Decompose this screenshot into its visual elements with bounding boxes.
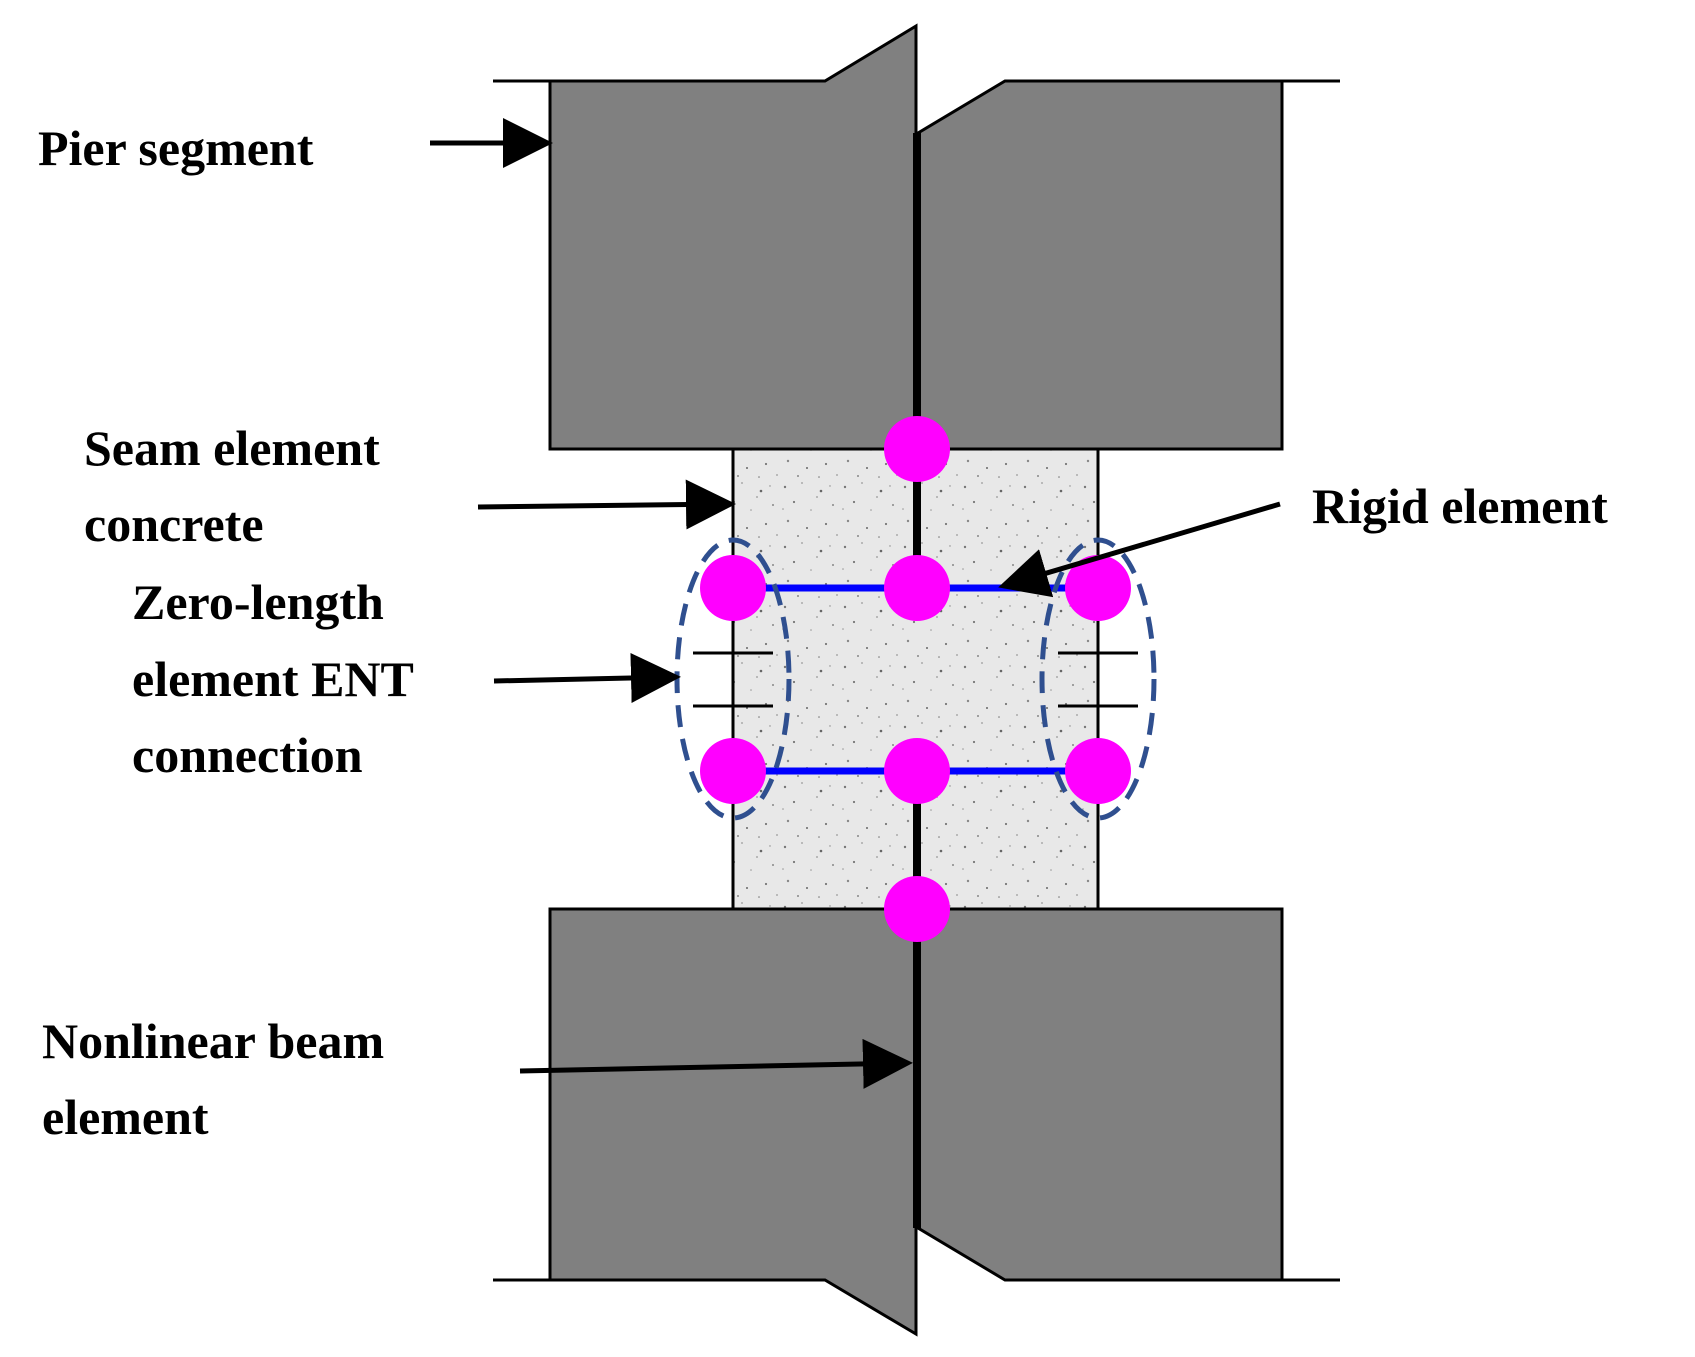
label-zero-line1: Zero-length — [132, 574, 384, 630]
label-beam-line1: Nonlinear beam — [42, 1013, 384, 1069]
node-lower-center — [884, 738, 950, 804]
nodes — [700, 416, 1131, 942]
node-lower-left — [700, 738, 766, 804]
arrow-rigid-element — [998, 501, 1281, 598]
lower-segment-left — [548, 907, 918, 1337]
node-top — [884, 416, 950, 482]
lower-segment-right — [916, 907, 1284, 1282]
upper-segment-right — [916, 79, 1284, 451]
label-beam-line2: element — [42, 1089, 209, 1145]
node-upper-right — [1065, 555, 1131, 621]
arrow-zero-length — [493, 652, 681, 703]
label-seam-line2: concrete — [84, 496, 264, 552]
lower-pier-segment — [493, 907, 1340, 1337]
arrow-seam-concrete — [477, 479, 736, 530]
label-zero-line3: connection — [132, 727, 363, 783]
node-upper-center — [884, 555, 950, 621]
node-bottom — [884, 876, 950, 942]
node-upper-left — [700, 555, 766, 621]
label-zero-line2: element ENT — [132, 651, 414, 707]
label-rigid-element: Rigid element — [1312, 478, 1608, 534]
label-pier-segment: Pier segment — [38, 120, 314, 176]
upper-pier-segment — [493, 23, 1340, 451]
zero-length-ellipse-right — [1039, 537, 1157, 821]
arrow-nonlinear-beam — [519, 1038, 913, 1089]
upper-segment-left — [548, 23, 918, 451]
label-seam-line1: Seam element — [84, 420, 380, 476]
node-lower-right — [1065, 738, 1131, 804]
